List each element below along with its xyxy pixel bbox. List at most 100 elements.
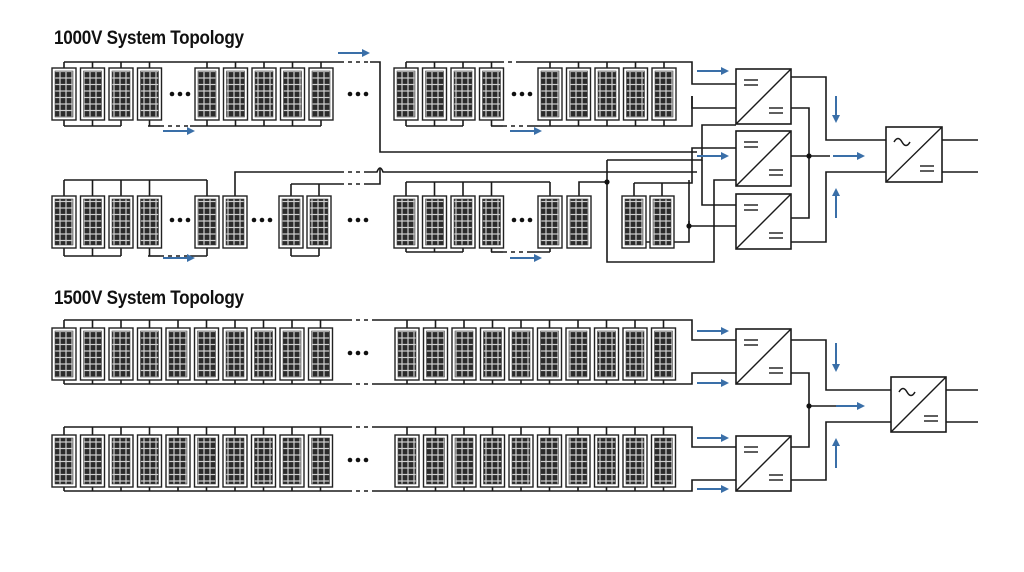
- ellipses: [169, 91, 812, 463]
- panel-cells: [225, 330, 245, 378]
- panel-cells: [54, 437, 74, 485]
- panel-cells: [654, 70, 674, 118]
- panel-cells: [397, 437, 417, 485]
- junction-dot: [806, 403, 812, 409]
- panel-cells: [281, 198, 301, 246]
- panel-cells: [625, 330, 645, 378]
- panel-cells: [83, 198, 102, 246]
- solar-panel-icon: [565, 434, 591, 488]
- panel-cells: [309, 198, 329, 246]
- panel-cells: [568, 330, 588, 378]
- diagonal: [735, 328, 792, 385]
- panel-cells: [397, 330, 417, 378]
- dot: [185, 91, 191, 97]
- solar-panel-icon: [250, 434, 277, 488]
- solar-panel-icon: [450, 67, 476, 121]
- solar-panel-icon: [307, 434, 334, 488]
- solar-panel-icon: [450, 195, 476, 249]
- panel-cells: [168, 330, 188, 378]
- diagonal: [735, 193, 792, 250]
- solar-panel-icon: [51, 67, 77, 121]
- dot: [355, 217, 361, 223]
- diagonal: [735, 435, 792, 492]
- panel-cells: [197, 198, 217, 246]
- dot: [251, 217, 257, 223]
- ellipsis-icon: [347, 217, 369, 223]
- solar-panel-icon: [136, 327, 163, 381]
- solar-panel-icon: [536, 327, 563, 381]
- solar-panel-icon: [165, 327, 191, 381]
- solar-panel-icon: [622, 67, 649, 121]
- panel-cells: [282, 437, 302, 485]
- dot: [527, 217, 533, 223]
- ellipsis-icon: [511, 91, 533, 97]
- ellipsis-icon: [347, 350, 369, 356]
- wire: [234, 171, 340, 196]
- panel-cells: [483, 330, 502, 378]
- dc-dc-converter-icon: [735, 435, 792, 492]
- solar-panel-icon: [478, 195, 505, 249]
- solar-panel-icon: [508, 327, 534, 381]
- solar-panel-icon: [222, 67, 249, 121]
- dc-dc-converter-icon: [735, 130, 792, 187]
- panel-cells: [226, 70, 245, 118]
- panel-cells: [140, 198, 159, 246]
- title-1000v-topology: 1000V System Topology: [54, 28, 244, 49]
- wire: [606, 160, 736, 263]
- panel-cells: [283, 70, 302, 118]
- wire: [634, 147, 736, 184]
- wire: [791, 421, 891, 481]
- solar-panel-icon: [421, 67, 448, 121]
- solar-panel-icon: [79, 434, 106, 488]
- wire: [376, 479, 736, 492]
- wire: [368, 168, 381, 185]
- panel-cells: [454, 437, 474, 485]
- panel-cells: [511, 330, 531, 378]
- dot: [347, 217, 353, 223]
- solar-panel-icon: [622, 434, 648, 488]
- panel-cells: [540, 198, 560, 246]
- panel-cells: [311, 330, 330, 378]
- solar-panel-icon: [451, 327, 477, 381]
- panel-cells: [597, 70, 617, 118]
- wire: [578, 181, 607, 196]
- panel-cells: [140, 70, 159, 118]
- dot: [363, 91, 369, 97]
- panel-cells: [569, 70, 588, 118]
- wire: [791, 339, 891, 391]
- solar-panel-icon: [422, 434, 449, 488]
- solar-panel-icon: [278, 195, 304, 249]
- dot: [355, 457, 361, 463]
- ellipsis-icon: [251, 217, 273, 223]
- solar-panel-icon: [479, 327, 506, 381]
- ellipsis-icon: [347, 457, 369, 463]
- dot: [355, 350, 361, 356]
- solar-panel-icon: [136, 434, 163, 488]
- solar-panel-icon: [479, 434, 506, 488]
- solar-panel-icon: [393, 67, 419, 121]
- dot: [347, 350, 353, 356]
- solar-panel-icon: [594, 67, 620, 121]
- solar-panel-icon: [393, 195, 419, 249]
- ellipsis-icon: [169, 91, 191, 97]
- solar-panel-icon: [251, 67, 277, 121]
- solar-panel-icon: [108, 195, 134, 249]
- wire: [691, 96, 736, 109]
- panel-cells: [54, 330, 74, 378]
- panel-cells: [311, 70, 331, 118]
- panel-cells: [225, 437, 245, 485]
- wire: [370, 61, 697, 153]
- panel-cells: [197, 437, 216, 485]
- junction-dot: [604, 179, 610, 185]
- panel-cells: [540, 70, 560, 118]
- dot: [511, 91, 517, 97]
- solar-panel-icon: [79, 195, 106, 249]
- diagonal: [890, 376, 947, 433]
- panel-cells: [426, 330, 445, 378]
- dot: [519, 91, 525, 97]
- panel-cells: [453, 198, 473, 246]
- panel-cells: [425, 198, 444, 246]
- title-1500v-topology: 1500V System Topology: [54, 288, 244, 309]
- solar-panel-icon: [621, 195, 647, 249]
- solar-panel-icon: [250, 327, 277, 381]
